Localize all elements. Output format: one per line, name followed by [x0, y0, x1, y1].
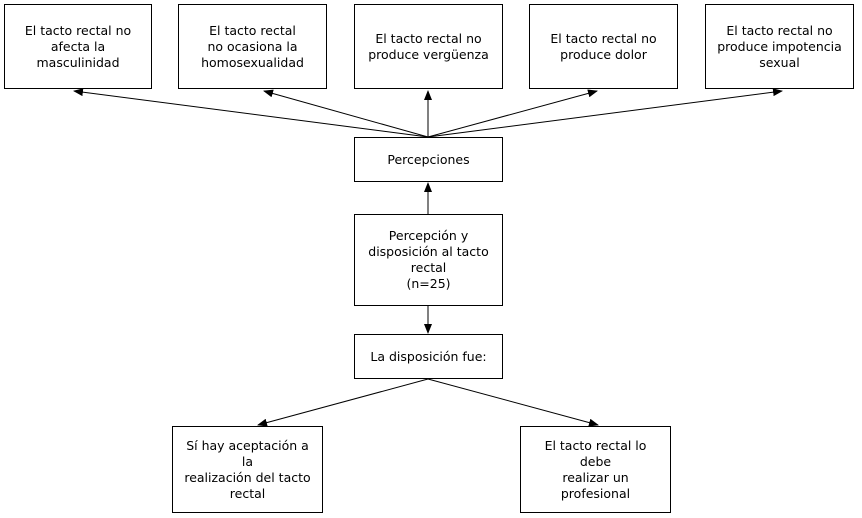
- box-shame-label: El tacto rectal no produce vergüenza: [368, 30, 489, 62]
- box-percepciones: Percepciones: [354, 137, 503, 182]
- arrow-to-masculinity: [73, 88, 429, 138]
- box-homosexuality: El tacto rectal no ocasiona la homosexua…: [178, 4, 327, 89]
- box-disposicion: La disposición fue:: [354, 334, 503, 379]
- box-pain-label: El tacto rectal no produce dolor: [550, 30, 657, 62]
- box-shame: El tacto rectal no produce vergüenza: [354, 4, 503, 89]
- box-acceptance-label: Sí hay aceptación a la realización del t…: [184, 437, 311, 501]
- box-masculinity: El tacto rectal no afecta la masculinida…: [4, 4, 152, 89]
- box-acceptance: Sí hay aceptación a la realización del t…: [172, 426, 323, 513]
- box-center-label: Percepción y disposición al tacto rectal…: [368, 228, 489, 291]
- box-center: Percepción y disposición al tacto rectal…: [354, 214, 503, 306]
- box-professional-label: El tacto rectal lo debe realizar un prof…: [544, 437, 647, 501]
- box-pain: El tacto rectal no produce dolor: [529, 4, 678, 89]
- box-impotence: El tacto rectal no produce impotencia se…: [705, 4, 854, 89]
- arrow-to-pain: [427, 89, 598, 138]
- box-masculinity-label: El tacto rectal no afecta la masculinida…: [24, 22, 132, 70]
- box-impotence-label: El tacto rectal no produce impotencia se…: [717, 22, 842, 70]
- box-percepciones-label: Percepciones: [387, 151, 470, 167]
- box-disposicion-label: La disposición fue:: [370, 348, 487, 364]
- arrow-to-acceptance: [257, 378, 429, 427]
- arrow-to-impotence: [427, 88, 783, 138]
- box-professional: El tacto rectal lo debe realizar un prof…: [520, 426, 671, 513]
- box-homosexuality-label: El tacto rectal no ocasiona la homosexua…: [201, 22, 304, 70]
- arrow-to-homosexuality: [263, 89, 429, 138]
- arrow-to-professional: [427, 378, 599, 427]
